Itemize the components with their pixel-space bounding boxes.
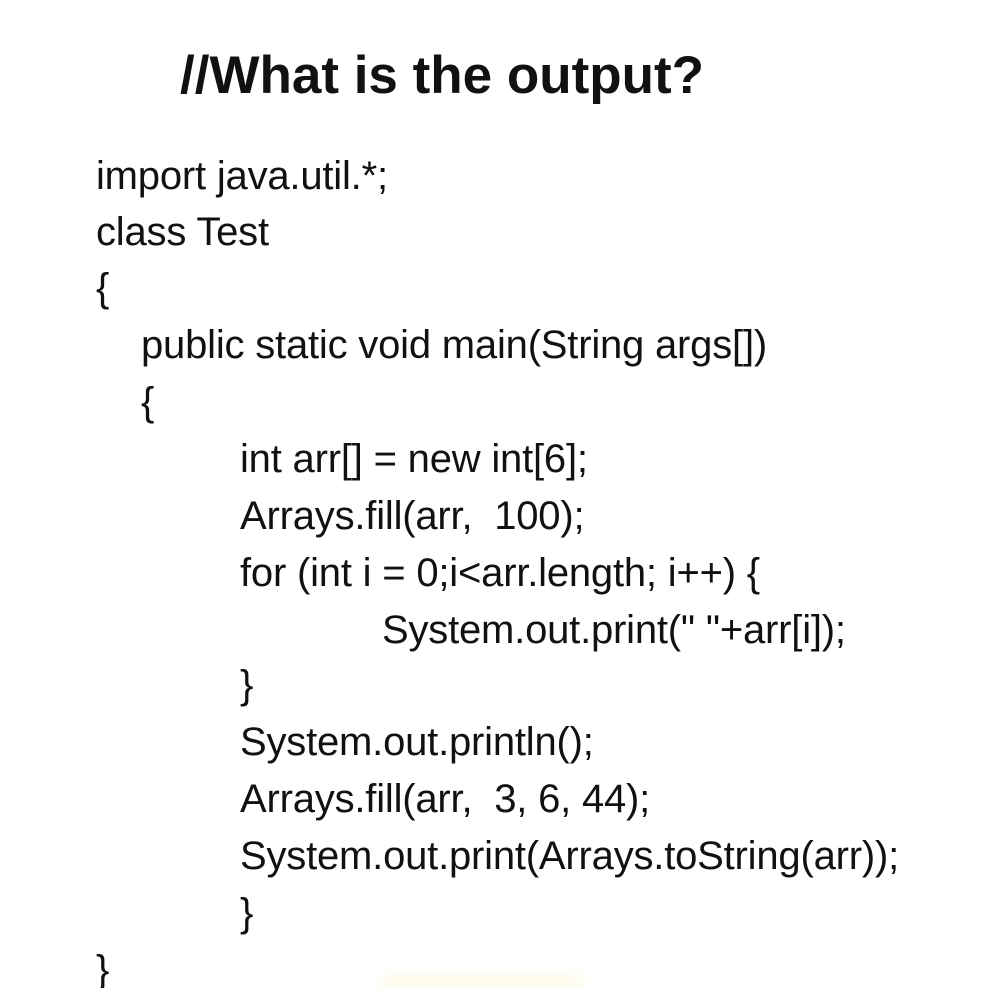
code-line-main-close-brace: } <box>240 891 254 935</box>
code-line-println: System.out.println(); <box>240 720 594 764</box>
code-line-for-close-brace: } <box>240 663 254 707</box>
faded-background-mark <box>382 975 582 988</box>
code-line-fill-100: Arrays.fill(arr, 100); <box>240 494 585 538</box>
code-line-print-element: System.out.print(" "+arr[i]); <box>382 608 846 652</box>
question-title: //What is the output? <box>180 46 705 105</box>
code-line-for-loop: for (int i = 0;i<arr.length; i++) { <box>240 551 760 595</box>
code-line-class-close-brace: } <box>96 948 110 988</box>
code-line-class-open-brace: { <box>96 266 110 310</box>
code-line-main-open-brace: { <box>141 380 155 424</box>
code-line-array-declaration: int arr[] = new int[6]; <box>240 437 588 481</box>
code-line-print-array-string: System.out.print(Arrays.toString(arr)); <box>240 834 900 878</box>
code-line-fill-range-44: Arrays.fill(arr, 3, 6, 44); <box>240 777 651 821</box>
code-line-import: import java.util.*; <box>96 154 388 198</box>
code-line-main-signature: public static void main(String args[]) <box>141 323 767 367</box>
code-line-class-declaration: class Test <box>96 210 269 254</box>
